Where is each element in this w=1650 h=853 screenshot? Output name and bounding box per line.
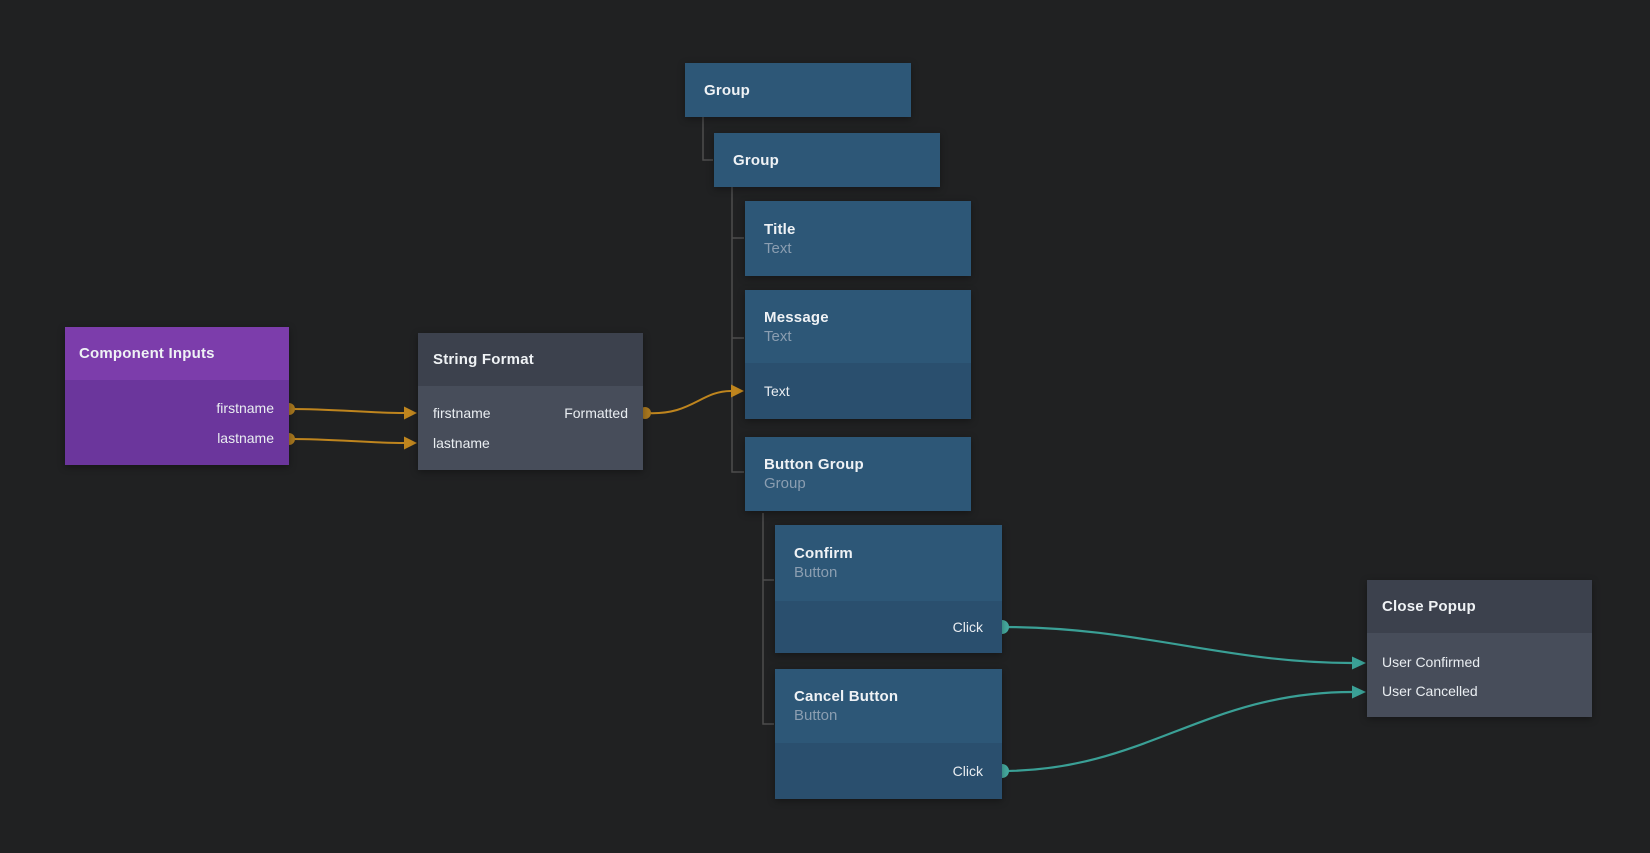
node-group-1[interactable]: Group — [685, 63, 911, 117]
input-arrow-user-confirmed — [1352, 656, 1366, 670]
node-message[interactable]: Message Text Text — [745, 290, 971, 419]
node-title: Cancel Button — [794, 688, 899, 705]
wire-formatted-to-text[interactable] — [644, 390, 732, 415]
output-port-lastname[interactable]: lastname — [217, 430, 274, 446]
input-arrow-text — [731, 384, 744, 398]
input-arrow-lastname — [404, 436, 417, 450]
wire-lastname[interactable] — [288, 438, 405, 444]
node-title: Group — [704, 81, 750, 99]
input-arrow-user-cancelled — [1352, 685, 1366, 699]
tree-connector-group2-trunk — [731, 187, 744, 473]
input-arrow-firstname — [404, 406, 417, 420]
input-port-text[interactable]: Text — [745, 363, 971, 419]
node-close-popup[interactable]: Close Popup User Confirmed User Cancelle… — [1367, 580, 1592, 717]
node-title: String Format — [433, 351, 534, 368]
node-title: Close Popup — [1382, 598, 1476, 615]
node-title: Message — [764, 308, 829, 326]
node-ports: User Confirmed User Cancelled — [1367, 633, 1592, 717]
node-component-inputs[interactable]: Component Inputs firstname lastname — [65, 327, 289, 465]
node-subtitle: Button — [794, 564, 838, 581]
node-title: Title — [764, 220, 796, 238]
output-port-formatted[interactable]: Formatted — [564, 405, 628, 421]
output-port-click[interactable]: Click — [775, 601, 1002, 653]
node-group-2[interactable]: Group — [714, 133, 940, 187]
input-port-lastname[interactable]: lastname — [433, 435, 490, 451]
wire-confirm-click[interactable] — [1001, 625, 1353, 665]
node-title: Group — [733, 151, 779, 169]
node-cancel-button[interactable]: Cancel Button Button Click — [775, 669, 1002, 799]
tree-connector-buttongroup-trunk — [762, 513, 774, 725]
node-button-group[interactable]: Button Group Group — [745, 437, 971, 511]
node-ports: firstname Formatted lastname — [418, 386, 643, 470]
node-subtitle: Group — [764, 475, 806, 492]
node-string-format[interactable]: String Format firstname Formatted lastna… — [418, 333, 643, 470]
node-title-text[interactable]: Title Text — [745, 201, 971, 276]
wire-cancel-click[interactable] — [1001, 690, 1353, 773]
node-subtitle: Text — [764, 327, 792, 345]
input-port-firstname[interactable]: firstname — [433, 405, 491, 421]
output-port-firstname[interactable]: firstname — [216, 400, 274, 416]
node-title: Component Inputs — [79, 345, 215, 362]
output-port-click[interactable]: Click — [775, 743, 1002, 799]
input-port-user-confirmed[interactable]: User Confirmed — [1382, 653, 1481, 670]
node-subtitle: Button — [794, 707, 838, 724]
node-ports: firstname lastname — [65, 380, 289, 465]
tree-connector-group1-group2 — [702, 117, 713, 161]
wire-firstname[interactable] — [288, 408, 405, 414]
node-title: Confirm — [794, 545, 853, 562]
node-subtitle: Text — [764, 239, 792, 257]
input-port-user-cancelled[interactable]: User Cancelled — [1382, 682, 1478, 699]
node-confirm[interactable]: Confirm Button Click — [775, 525, 1002, 653]
node-title: Button Group — [764, 456, 864, 473]
